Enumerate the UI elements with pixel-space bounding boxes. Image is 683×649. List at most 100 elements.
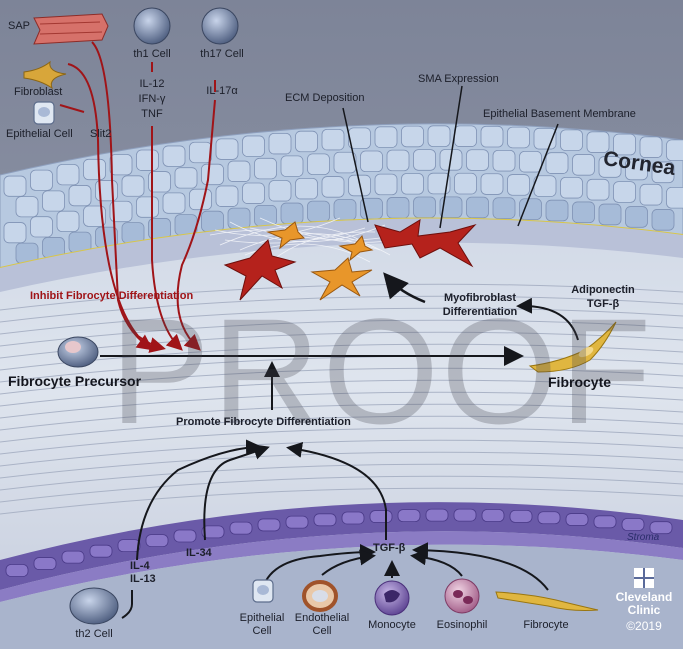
- epithelial-cell-tile: [307, 153, 330, 175]
- bottom-epithelial-nucleus: [257, 585, 269, 595]
- corneal-epithelium: [0, 123, 683, 269]
- logo-name-1: Cleveland: [615, 590, 673, 604]
- eosinophil-lobe-1: [453, 590, 463, 598]
- epithelial-cell-tile: [280, 202, 304, 225]
- myofibroblast-label-1: Myofibroblast: [443, 292, 517, 304]
- ecm-deposition-label: ECM Deposition: [285, 92, 365, 104]
- epithelial-cell-tile: [427, 125, 451, 147]
- myofibroblast-cells: [223, 219, 477, 301]
- tnf-label: TNF: [141, 108, 163, 120]
- leader-lines: [342, 85, 559, 229]
- bottom-epithelial-label-2: Cell: [252, 625, 272, 637]
- endothelial-cell-tile: [621, 518, 645, 531]
- epithelial-cell-tile: [439, 196, 463, 218]
- epithelial-cell-tile: [560, 129, 583, 152]
- proof-watermark: PROOF: [110, 287, 654, 455]
- tgf-beta-top-label: TGF-β: [586, 298, 620, 310]
- sma-expression-label: SMA Expression: [418, 73, 499, 85]
- inhibit-lines: [59, 41, 216, 353]
- epithelial-cell-tile: [572, 201, 595, 224]
- endothelial-cell-tile: [145, 534, 169, 547]
- epithelial-cell-tile: [651, 209, 675, 231]
- epithelial-cell-tile: [572, 154, 595, 176]
- endothelial-cell-tile: [565, 513, 589, 526]
- epithelial-cell-tile: [201, 210, 224, 233]
- endothelial-label-2: Cell: [312, 625, 332, 637]
- bottom-fibrocyte-cell: [495, 591, 599, 611]
- epithelial-cell-tile: [480, 125, 504, 148]
- epithelial-cell-tile: [413, 196, 436, 219]
- ifn-gamma-label: IFN-γ: [138, 93, 166, 105]
- epithelial-cell-tile: [227, 207, 251, 230]
- epithelial-cell-tile: [533, 175, 557, 197]
- epithelial-cell-tile: [374, 173, 398, 196]
- stroma-label: Stroma: [627, 532, 660, 543]
- stroma-fiber: [0, 367, 683, 395]
- epithelial-cell-tile: [189, 141, 212, 164]
- th2-cell: [69, 587, 119, 625]
- epithelial-cell-tile: [598, 203, 622, 226]
- epithelial-cell-tile: [307, 200, 330, 223]
- fibrocyte-to-myo-arrow: [516, 297, 579, 341]
- epithelial-cell-tile: [333, 199, 357, 221]
- epithelial-cell-tile: [148, 171, 171, 193]
- endothelial-cell-tile: [313, 513, 337, 527]
- endothelial-cell-tile: [257, 518, 281, 532]
- epithelial-cell-tile: [56, 164, 80, 186]
- epithelial-cell-tile: [507, 174, 530, 196]
- stroma-fiber: [0, 487, 683, 515]
- adiponectin-label: Adiponectin: [571, 284, 635, 296]
- slit2-label: Slit2: [90, 128, 112, 140]
- endothelial-label-1: Endothelial: [294, 612, 350, 624]
- stroma-fiber: [0, 427, 683, 455]
- epithelial-cell-tile: [56, 210, 80, 232]
- sap-label: SAP: [8, 20, 31, 32]
- epithelial-cell-tile: [360, 150, 383, 173]
- endothelial-cell-tile: [173, 529, 197, 543]
- endothelial-cell-tile: [453, 508, 477, 522]
- endothelial-cell-tile: [593, 515, 617, 529]
- epithelial-cell-tile: [30, 169, 53, 191]
- lower-arrows: [121, 439, 549, 619]
- logo-year: ©2019: [626, 619, 662, 634]
- endothelial-cell-tile: [537, 511, 561, 525]
- epithelial-cell-tile: [121, 175, 145, 197]
- stroma-fiber: [0, 463, 683, 491]
- epithelial-cell-tile: [268, 180, 292, 202]
- inhibit-label: Inhibit Fibrocyte Differentiation: [30, 290, 194, 302]
- epithelial-cell-tile: [466, 196, 489, 219]
- epithelial-cell-tile: [30, 216, 53, 238]
- fibrocyte-precursor-nucleus: [65, 341, 81, 353]
- fibrocyte-nucleus: [578, 346, 594, 358]
- il12-label: IL-12: [139, 78, 165, 90]
- epithelial-cell-tile: [321, 128, 345, 151]
- epithelial-cell-tile: [386, 197, 410, 219]
- epithelial-cell-tile: [454, 125, 477, 147]
- epithelial-cell-tile: [83, 205, 106, 227]
- epithelial-cell-tile: [174, 167, 198, 189]
- stroma-fiber: [0, 415, 683, 443]
- epithelial-cell-tile: [639, 183, 663, 206]
- monocyte-label: Monocyte: [368, 619, 416, 631]
- endothelial-lumen: [312, 590, 328, 602]
- epithelial-cell-tile: [507, 126, 530, 149]
- epithelial-cell-tile: [83, 158, 106, 181]
- epithelial-cell-tile: [3, 175, 27, 197]
- endothelial-cell-tile: [649, 521, 673, 535]
- endothelial-cell-tile: [117, 539, 141, 553]
- stroma-fiber: [0, 451, 683, 479]
- logo-name-2: Clinic: [627, 603, 661, 618]
- th1-cell-label: th1 Cell: [133, 48, 171, 60]
- epithelial-cell-tile: [480, 173, 504, 195]
- th2-cell-label: th2 Cell: [75, 628, 113, 640]
- epithelial-cell-tile: [545, 152, 569, 174]
- sap-vessel: [33, 13, 109, 45]
- epithelial-cell-tile: [613, 181, 636, 203]
- epithelial-cell-tile: [215, 138, 239, 160]
- fibrocyte-precursor-label: Fibrocyte Precursor: [8, 373, 142, 389]
- epithelial-cell-tile: [651, 161, 675, 184]
- epithelial-cell-tile: [68, 185, 92, 207]
- epithelial-cell-tile: [15, 196, 39, 218]
- epithelial-cell-tile: [586, 131, 610, 153]
